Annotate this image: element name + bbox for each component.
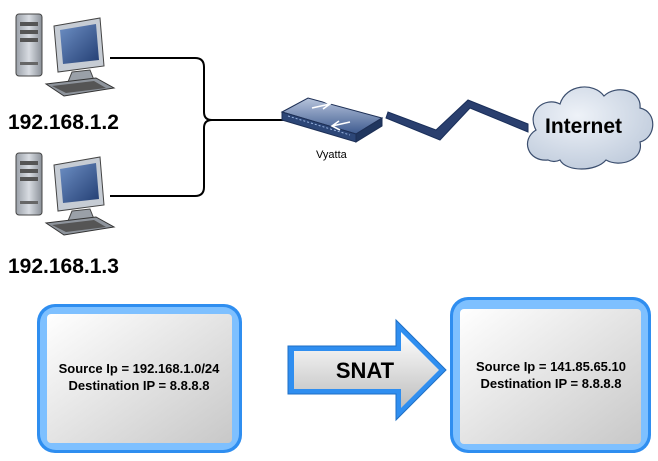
- after-nat-box: [450, 297, 651, 453]
- host-ip-label: 192.168.1.2: [8, 111, 119, 134]
- computer-icon: [15, 152, 116, 236]
- before-nat-box: [37, 304, 242, 453]
- before-destination-ip: Destination IP = 8.8.8.8: [68, 378, 209, 393]
- snat-arrow: [287, 318, 447, 422]
- router-label: Vyatta: [316, 149, 348, 161]
- before-source-ip: Source Ip = 192.168.1.0/24: [59, 361, 221, 376]
- host-ip-label: 192.168.1.3: [8, 255, 119, 278]
- computer-icon: [15, 13, 116, 97]
- internet-label: Internet: [545, 115, 622, 138]
- snat-label: SNAT: [336, 358, 395, 383]
- after-source-ip: Source Ip = 141.85.65.10: [476, 359, 626, 374]
- wan-link: [385, 99, 529, 141]
- network-links: [110, 57, 292, 197]
- after-destination-ip: Destination IP = 8.8.8.8: [480, 376, 621, 391]
- router-icon: [280, 97, 384, 143]
- cloud-icon: [526, 86, 654, 170]
